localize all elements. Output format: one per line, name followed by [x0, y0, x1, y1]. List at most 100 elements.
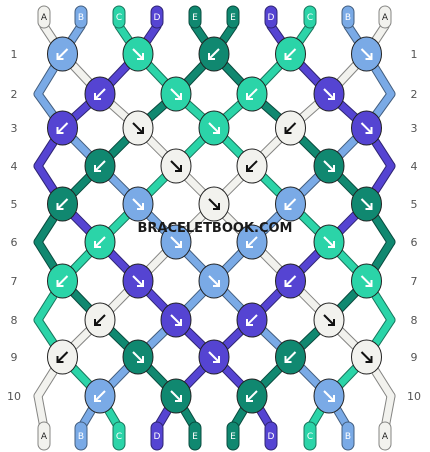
top-strand-label: C — [303, 5, 317, 29]
svg-text:D: D — [154, 13, 161, 23]
row-number-right: 2 — [411, 88, 418, 101]
arrow-down-right-icon — [170, 160, 182, 172]
arrow-down-left-icon — [246, 314, 258, 326]
svg-text:C: C — [116, 13, 122, 23]
row-number-right: 4 — [411, 160, 418, 173]
row-number-left: 9 — [11, 351, 18, 364]
knot — [160, 76, 192, 112]
knot — [47, 339, 78, 375]
knot — [160, 302, 192, 338]
knot — [47, 186, 78, 222]
svg-text:B: B — [345, 13, 351, 23]
row-number-left: 7 — [11, 275, 18, 288]
bottom-strand-label: C — [112, 421, 126, 451]
arrow-down-right-icon — [170, 88, 182, 100]
knot — [275, 186, 306, 222]
knot — [160, 224, 192, 260]
arrow-down-left-icon — [284, 198, 297, 210]
arrow-down-right-icon — [208, 122, 220, 134]
arrow-down-right-icon — [132, 198, 144, 210]
arrow-down-right-icon — [323, 160, 335, 172]
bottom-strand-label: A — [37, 421, 51, 451]
bottom-strand-label: D — [150, 421, 164, 451]
svg-text:E: E — [192, 13, 198, 23]
svg-text:E: E — [230, 13, 236, 23]
arrow-down-left-icon — [56, 351, 69, 363]
svg-text:E: E — [230, 432, 236, 442]
knot — [84, 378, 116, 414]
knot — [236, 148, 268, 184]
bottom-strand-label: A — [378, 421, 392, 451]
arrow-down-left-icon — [94, 236, 106, 248]
arrow-down-left-icon — [284, 351, 297, 363]
knot — [47, 36, 78, 72]
knot — [160, 378, 192, 414]
arrow-down-left-icon — [284, 122, 297, 134]
knot — [84, 224, 116, 260]
svg-text:A: A — [382, 13, 389, 23]
arrow-down-right-icon — [360, 122, 373, 134]
top-strand-label: B — [74, 5, 88, 29]
row-number-left: 10 — [7, 390, 21, 403]
knot — [236, 302, 268, 338]
knot — [198, 339, 230, 375]
svg-text:A: A — [41, 432, 48, 442]
bottom-strand-label: C — [303, 421, 317, 451]
knot — [122, 339, 154, 375]
knot — [275, 36, 306, 72]
knot — [351, 36, 382, 72]
knot — [275, 263, 306, 299]
bottom-strand-label: E — [188, 421, 202, 451]
knot — [236, 224, 268, 260]
knot — [351, 186, 382, 222]
arrow-down-right-icon — [208, 351, 220, 363]
knot — [351, 110, 382, 146]
row-number-left: 2 — [11, 88, 18, 101]
arrow-down-left-icon — [284, 48, 297, 60]
row-number-left: 5 — [11, 198, 18, 211]
row-number-left: 1 — [11, 48, 18, 61]
arrow-down-left-icon — [246, 88, 258, 100]
arrow-down-right-icon — [323, 88, 335, 100]
arrow-down-right-icon — [170, 390, 182, 402]
svg-text:A: A — [41, 13, 48, 23]
knot — [198, 263, 230, 299]
knot — [160, 148, 192, 184]
knot-grid — [47, 36, 382, 414]
arrow-down-left-icon — [56, 48, 69, 60]
arrow-down-left-icon — [94, 160, 106, 172]
row-number-right: 3 — [411, 122, 418, 135]
top-strand-label: D — [150, 5, 164, 29]
watermark: BRACELETBOOK.COM — [138, 221, 293, 236]
knot — [198, 110, 230, 146]
arrow-down-right-icon — [132, 275, 144, 287]
arrow-down-right-icon — [360, 48, 373, 60]
top-strand-label: D — [264, 5, 278, 29]
row-number-right: 8 — [411, 314, 418, 327]
top-strand-label: A — [37, 5, 51, 29]
knot — [313, 224, 345, 260]
knot — [198, 36, 230, 72]
arrow-down-right-icon — [132, 351, 144, 363]
knot — [313, 378, 345, 414]
arrow-down-left-icon — [94, 88, 106, 100]
top-strand-label: E — [226, 5, 240, 29]
row-number-left: 3 — [11, 122, 18, 135]
svg-text:D: D — [154, 432, 161, 442]
arrow-down-left-icon — [94, 390, 106, 402]
svg-text:B: B — [345, 432, 351, 442]
bottom-strand-label: D — [264, 421, 278, 451]
svg-text:B: B — [78, 13, 84, 23]
row-number-right: 1 — [411, 48, 418, 61]
knot — [313, 148, 345, 184]
row-number-right: 10 — [407, 390, 421, 403]
top-strand-label: E — [188, 5, 202, 29]
row-number-left: 8 — [11, 314, 18, 327]
knot — [351, 339, 382, 375]
arrow-down-left-icon — [284, 275, 297, 287]
bottom-strand-label: B — [341, 421, 355, 451]
row-number-left: 6 — [11, 236, 18, 249]
